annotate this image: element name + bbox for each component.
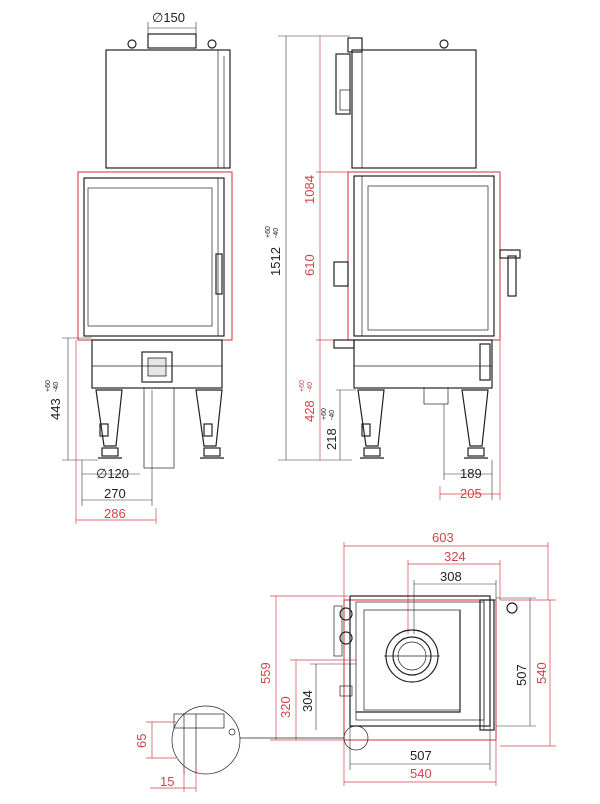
dim-detail-65: 65: [134, 734, 149, 748]
dim-plan-right-540: 540: [534, 662, 549, 684]
front-view: ∅150 443 +6: [45, 10, 233, 524]
detail-view: 65 15: [134, 705, 344, 792]
dim-plan-bottom-540: 540: [410, 766, 432, 781]
svg-text:+60: +60: [265, 226, 272, 238]
svg-text:+60: +60: [45, 380, 52, 392]
dim-plan-320: 320: [278, 696, 293, 718]
dim-detail-15: 15: [160, 774, 174, 789]
dim-plan-bottom-507: 507: [410, 748, 432, 763]
svg-text:-40: -40: [53, 382, 60, 392]
svg-text:+60: +60: [321, 408, 328, 420]
dim-front-286: 286: [104, 506, 126, 521]
dim-side-189: 189: [460, 466, 482, 481]
dim-plan-308: 308: [440, 569, 462, 584]
dim-side-leg: 218: [324, 428, 339, 450]
dim-side-205: 205: [460, 486, 482, 501]
dim-air-inlet: ∅120: [96, 466, 129, 481]
svg-text:+60: +60: [299, 380, 306, 392]
dim-door-height: 610: [302, 254, 317, 276]
svg-text:-40: -40: [329, 410, 336, 420]
dim-plan-right-507: 507: [514, 664, 529, 686]
dim-front-leg: 443: [48, 398, 63, 420]
side-view: 1512 +60 -40 1084 610: [265, 35, 521, 501]
dim-side-base: 428: [302, 400, 317, 422]
svg-text:-40: -40: [273, 228, 280, 238]
dim-front-270: 270: [104, 486, 126, 501]
dim-plan-559: 559: [258, 662, 273, 684]
dim-plan-603: 603: [432, 530, 454, 545]
dim-total-height: 1512: [268, 247, 283, 276]
plan-view: 603 324 308 559 3: [258, 530, 556, 786]
dim-flue-top: ∅150: [152, 10, 185, 25]
dim-upper-height: 1084: [302, 175, 317, 204]
dim-plan-304: 304: [300, 690, 315, 712]
svg-text:-40: -40: [307, 382, 314, 392]
dim-plan-324: 324: [444, 549, 466, 564]
